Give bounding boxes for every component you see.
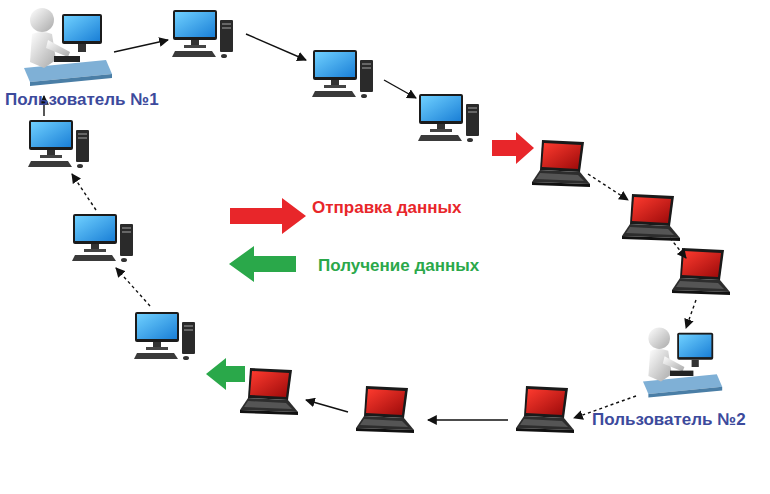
legend-text: Получение данных [318,256,479,276]
user-node: Пользователь №1 [5,90,159,110]
legend-text: Отправка данных [312,198,462,218]
user-node: Пользователь №2 [592,410,746,430]
legend-samples [229,198,306,282]
user-label: Пользователь №1 [5,90,159,110]
user-label: Пользователь №2 [592,410,746,430]
